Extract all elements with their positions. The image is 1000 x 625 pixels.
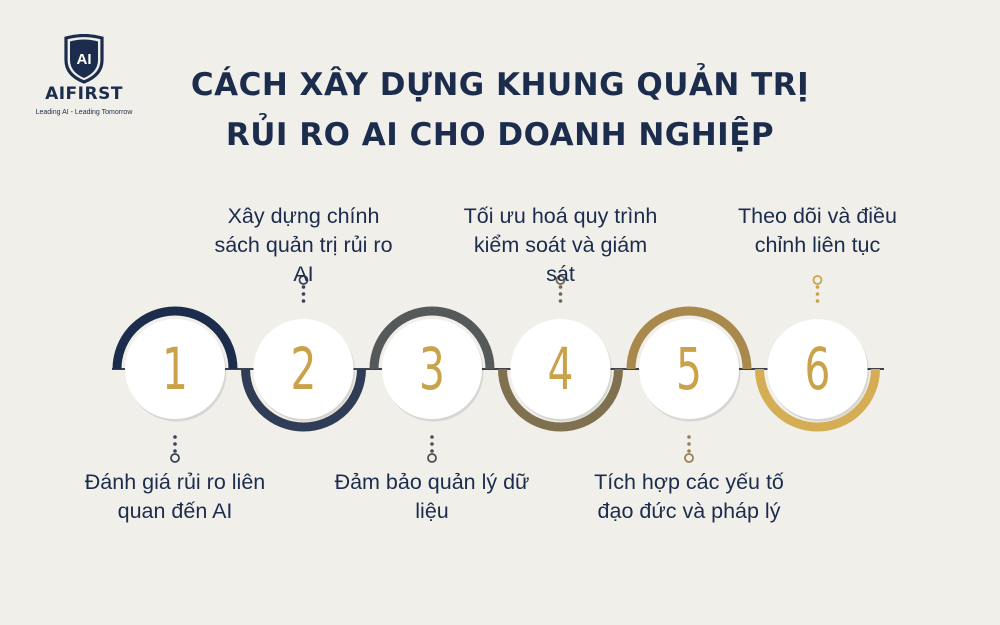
step-1-connector-dot bbox=[173, 449, 177, 453]
logo-name: AIFIRST bbox=[45, 84, 123, 104]
step-2-connector-ring bbox=[298, 275, 309, 285]
step-2: 2 bbox=[241, 275, 366, 432]
page-title: CÁCH XÂY DỰNG KHUNG QUẢN TRỊ RỦI RO AI C… bbox=[150, 60, 850, 160]
step-5-circle bbox=[639, 319, 739, 419]
logo-shield-icon: AI bbox=[64, 34, 104, 84]
step-5-number: 5 bbox=[676, 337, 702, 404]
step-2-connector-dot bbox=[301, 285, 306, 289]
step-2-label: Xây dựng chính sách quản trị rủi ro AI bbox=[214, 204, 393, 286]
title-line-1: CÁCH XÂY DỰNG KHUNG QUẢN TRỊ bbox=[190, 67, 810, 103]
step-2-circle bbox=[253, 319, 354, 419]
step-3-connector-dot bbox=[430, 435, 434, 439]
step-5-arc bbox=[626, 306, 752, 370]
logo-tagline: Leading AI - Leading Tomorrow bbox=[35, 109, 133, 116]
step-5-label: Tích hợp các yếu tố đạo đức và pháp lý bbox=[594, 470, 784, 523]
title-line-2: RỦI RO AI CHO DOANH NGHIỆP bbox=[225, 117, 775, 153]
step-6-connector-dot bbox=[815, 285, 820, 289]
step-4: 4 bbox=[498, 275, 623, 432]
step-4-number: 4 bbox=[548, 337, 574, 404]
step-5-connector-dot bbox=[687, 442, 691, 446]
step-6-label: Theo dõi và điều chỉnh liên tục bbox=[738, 204, 897, 257]
step-6-arc bbox=[755, 368, 880, 432]
step-5: 5 bbox=[626, 306, 752, 463]
step-1-arc bbox=[112, 306, 238, 370]
step-6-connector-dot bbox=[815, 299, 820, 303]
step-3-connector-dot bbox=[430, 449, 434, 453]
step-3-circle bbox=[382, 319, 482, 419]
step-5-connector-dot bbox=[687, 449, 691, 453]
step-3-connector-dot bbox=[430, 442, 434, 446]
step-1-connector-dot bbox=[173, 435, 177, 439]
step-4-connector-dot bbox=[558, 285, 563, 289]
step-4-connector-ring bbox=[555, 275, 566, 285]
step-6-number: 6 bbox=[805, 337, 831, 404]
step-6: 6 bbox=[755, 275, 880, 432]
step-3: 3 bbox=[369, 306, 495, 463]
step-4-arc bbox=[498, 368, 623, 432]
step-1-label: Đánh giá rủi ro liên quan đến AI bbox=[84, 470, 266, 523]
step-2-arc bbox=[241, 368, 366, 432]
step-1-connector-dot bbox=[173, 442, 177, 446]
step-3-arc bbox=[369, 306, 495, 370]
step-5-connector-dot bbox=[687, 435, 691, 439]
step-6-connector-dot bbox=[815, 292, 820, 296]
step-4-connector-dot bbox=[558, 299, 563, 303]
step-2-number: 2 bbox=[291, 337, 317, 404]
step-6-circle bbox=[767, 319, 868, 419]
step-4-connector-dot bbox=[558, 292, 563, 296]
aifirst-logo: AI AIFIRST Leading AI - Leading Tomorrow bbox=[22, 34, 142, 124]
step-4-label: Tối ưu hoá quy trình kiểm soát và giám s… bbox=[463, 204, 658, 286]
step-5-connector-ring bbox=[684, 453, 694, 463]
step-1-number: 1 bbox=[162, 337, 188, 404]
step-2-connector-dot bbox=[301, 299, 306, 303]
step-3-label: Đảm bảo quản lý dữ liệu bbox=[334, 470, 530, 523]
step-6-connector-ring bbox=[812, 275, 823, 285]
step-4-circle bbox=[510, 319, 611, 419]
step-1: 1 bbox=[112, 306, 238, 463]
step-3-number: 3 bbox=[419, 337, 445, 404]
step-1-connector-ring bbox=[170, 453, 180, 463]
step-1-circle bbox=[125, 319, 225, 419]
step-2-connector-dot bbox=[301, 292, 306, 296]
step-3-connector-ring bbox=[427, 453, 437, 463]
logo-mark: AI bbox=[77, 51, 92, 68]
